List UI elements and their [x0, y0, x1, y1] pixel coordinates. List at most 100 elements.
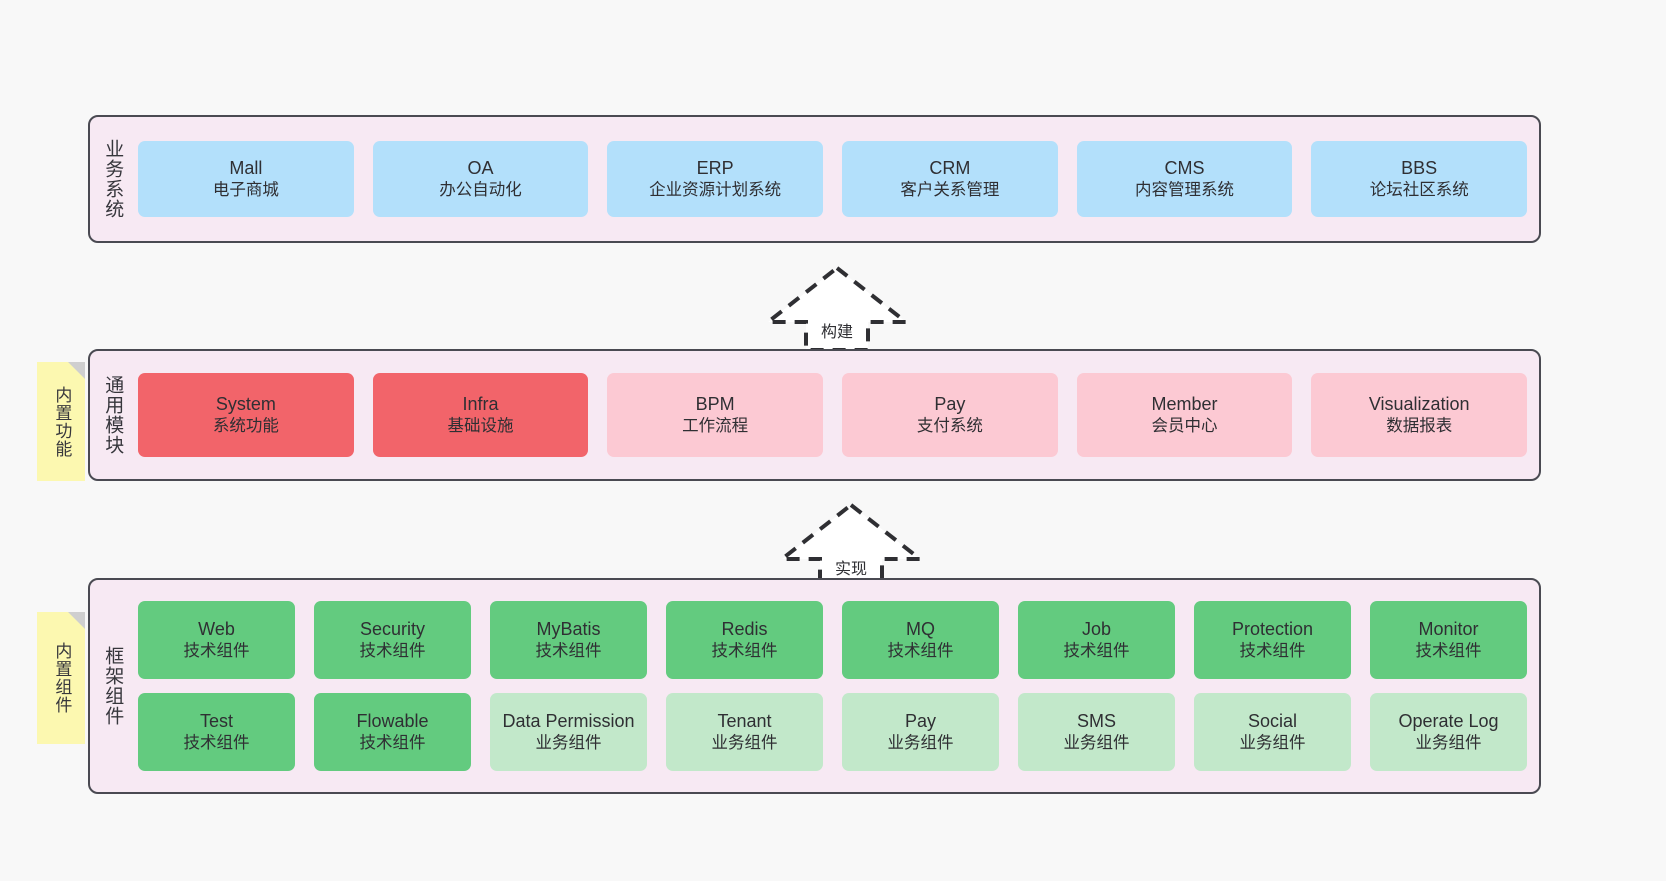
- card-subtitle: 技术组件: [887, 641, 954, 660]
- card-protection[interactable]: Protection 技术组件: [1194, 601, 1351, 679]
- layer-title-framework-component: 框架组件: [102, 646, 124, 726]
- card-title: OA: [467, 157, 494, 178]
- card-title: Flowable: [356, 710, 429, 731]
- card-title: Web: [198, 618, 235, 639]
- card-subtitle: 业务组件: [1415, 733, 1482, 752]
- card-subtitle: 技术组件: [183, 641, 250, 660]
- card-row-business: Test 技术组件 Flowable 技术组件 Data Permission …: [138, 693, 1527, 771]
- card-redis[interactable]: Redis 技术组件: [666, 601, 823, 679]
- card-bpm[interactable]: BPM 工作流程: [607, 373, 824, 457]
- card-web[interactable]: Web 技术组件: [138, 601, 295, 679]
- card-subtitle: 业务组件: [1239, 733, 1306, 752]
- card-title: Security: [359, 618, 426, 639]
- card-title: Visualization: [1368, 393, 1470, 414]
- card-visualization[interactable]: Visualization 数据报表: [1311, 373, 1528, 457]
- card-subtitle: 基础设施: [447, 416, 514, 435]
- card-subtitle: 业务组件: [887, 733, 954, 752]
- card-title: Monitor: [1418, 618, 1479, 639]
- card-subtitle: 技术组件: [1063, 641, 1130, 660]
- card-subtitle: 技术组件: [183, 733, 250, 752]
- card-crm[interactable]: CRM 客户关系管理: [842, 141, 1058, 217]
- card-subtitle: 技术组件: [1239, 641, 1306, 660]
- card-title: Test: [199, 710, 233, 731]
- card-infra[interactable]: Infra 基础设施: [372, 373, 589, 457]
- card-subtitle: 技术组件: [535, 641, 602, 660]
- card-subtitle: 会员中心: [1151, 416, 1218, 435]
- card-title: Operate Log: [1398, 710, 1499, 731]
- card-security[interactable]: Security 技术组件: [314, 601, 471, 679]
- layer-business-system[interactable]: 业务系统 Mall 电子商城 OA 办公自动化 ERP 企业资源计划系统 CRM…: [88, 115, 1541, 243]
- card-title: Job: [1081, 618, 1112, 639]
- card-subtitle: 技术组件: [1415, 641, 1482, 660]
- card-subtitle: 电子商城: [212, 180, 279, 199]
- card-row-tech: Web 技术组件 Security 技术组件 MyBatis 技术组件 Redi…: [138, 601, 1527, 679]
- card-title: System: [215, 393, 276, 414]
- card-sms[interactable]: SMS 业务组件: [1018, 693, 1175, 771]
- card-title: MyBatis: [536, 618, 601, 639]
- card-title: Member: [1151, 393, 1218, 414]
- card-pay[interactable]: Pay 支付系统: [842, 373, 1058, 457]
- arrow-build: 构建: [762, 262, 912, 354]
- card-job[interactable]: Job 技术组件: [1018, 601, 1175, 679]
- card-title: CRM: [929, 157, 971, 178]
- card-subtitle: 企业资源计划系统: [649, 180, 782, 199]
- card-tenant[interactable]: Tenant 业务组件: [666, 693, 823, 771]
- note-label: 内置组件: [52, 642, 72, 714]
- card-title: MQ: [906, 618, 935, 639]
- card-title: Mall: [229, 157, 263, 178]
- card-subtitle: 技术组件: [359, 733, 426, 752]
- note-builtin-function: 内置功能: [37, 362, 85, 481]
- card-title: CMS: [1164, 157, 1205, 178]
- card-erp[interactable]: ERP 企业资源计划系统: [607, 141, 824, 217]
- card-social[interactable]: Social 业务组件: [1194, 693, 1351, 771]
- card-title: ERP: [696, 157, 734, 178]
- card-subtitle: 业务组件: [711, 733, 778, 752]
- card-title: Infra: [462, 393, 499, 414]
- card-test[interactable]: Test 技术组件: [138, 693, 295, 771]
- card-monitor[interactable]: Monitor 技术组件: [1370, 601, 1527, 679]
- layer-title-common-module: 通用模块: [102, 375, 124, 455]
- card-oa[interactable]: OA 办公自动化: [372, 141, 589, 217]
- card-subtitle: 系统功能: [212, 416, 279, 435]
- card-operate-log[interactable]: Operate Log 业务组件: [1370, 693, 1527, 771]
- card-row: System 系统功能 Infra 基础设施 BPM 工作流程 Pay 支付系统…: [138, 373, 1528, 457]
- layer-common-module[interactable]: 通用模块 System 系统功能 Infra 基础设施 BPM 工作流程 Pay…: [88, 349, 1541, 481]
- card-title: BPM: [695, 393, 735, 414]
- card-subtitle: 办公自动化: [439, 180, 522, 199]
- card-mall[interactable]: Mall 电子商城: [138, 141, 354, 217]
- card-title: Protection: [1231, 618, 1314, 639]
- card-subtitle: 工作流程: [682, 416, 749, 435]
- card-subtitle: 技术组件: [359, 641, 426, 660]
- layer-body-common-module: System 系统功能 Infra 基础设施 BPM 工作流程 Pay 支付系统…: [134, 351, 1539, 479]
- card-mybatis[interactable]: MyBatis 技术组件: [490, 601, 647, 679]
- card-subtitle: 数据报表: [1386, 416, 1453, 435]
- card-member[interactable]: Member 会员中心: [1076, 373, 1293, 457]
- card-subtitle: 支付系统: [916, 416, 983, 435]
- note-builtin-component: 内置组件: [37, 612, 85, 744]
- layer-body-business-system: Mall 电子商城 OA 办公自动化 ERP 企业资源计划系统 CRM 客户关系…: [134, 117, 1539, 241]
- card-cms[interactable]: CMS 内容管理系统: [1076, 141, 1293, 217]
- card-flowable[interactable]: Flowable 技术组件: [314, 693, 471, 771]
- card-title: Tenant: [717, 710, 772, 731]
- card-subtitle: 业务组件: [535, 733, 602, 752]
- card-subtitle: 内容管理系统: [1135, 180, 1235, 199]
- layer-title-business-system: 业务系统: [102, 139, 124, 219]
- card-subtitle: 论坛社区系统: [1369, 180, 1469, 199]
- card-system[interactable]: System 系统功能: [138, 373, 354, 457]
- card-bbs[interactable]: BBS 论坛社区系统: [1311, 141, 1528, 217]
- card-subtitle: 技术组件: [711, 641, 778, 660]
- card-row: Mall 电子商城 OA 办公自动化 ERP 企业资源计划系统 CRM 客户关系…: [138, 141, 1528, 217]
- card-title: Social: [1247, 710, 1298, 731]
- layer-framework-component[interactable]: 框架组件 Web 技术组件 Security 技术组件 MyBatis 技术组件…: [88, 578, 1541, 794]
- card-title: Pay: [904, 710, 937, 731]
- card-mq[interactable]: MQ 技术组件: [842, 601, 999, 679]
- card-title: BBS: [1401, 157, 1438, 178]
- card-title: Pay: [934, 393, 966, 414]
- card-subtitle: 业务组件: [1063, 733, 1130, 752]
- card-data-permission[interactable]: Data Permission 业务组件: [490, 693, 647, 771]
- card-title: SMS: [1076, 710, 1116, 731]
- card-pay-component[interactable]: Pay 业务组件: [842, 693, 999, 771]
- layer-body-framework-component: Web 技术组件 Security 技术组件 MyBatis 技术组件 Redi…: [134, 580, 1539, 792]
- card-title: Data Permission: [502, 710, 635, 731]
